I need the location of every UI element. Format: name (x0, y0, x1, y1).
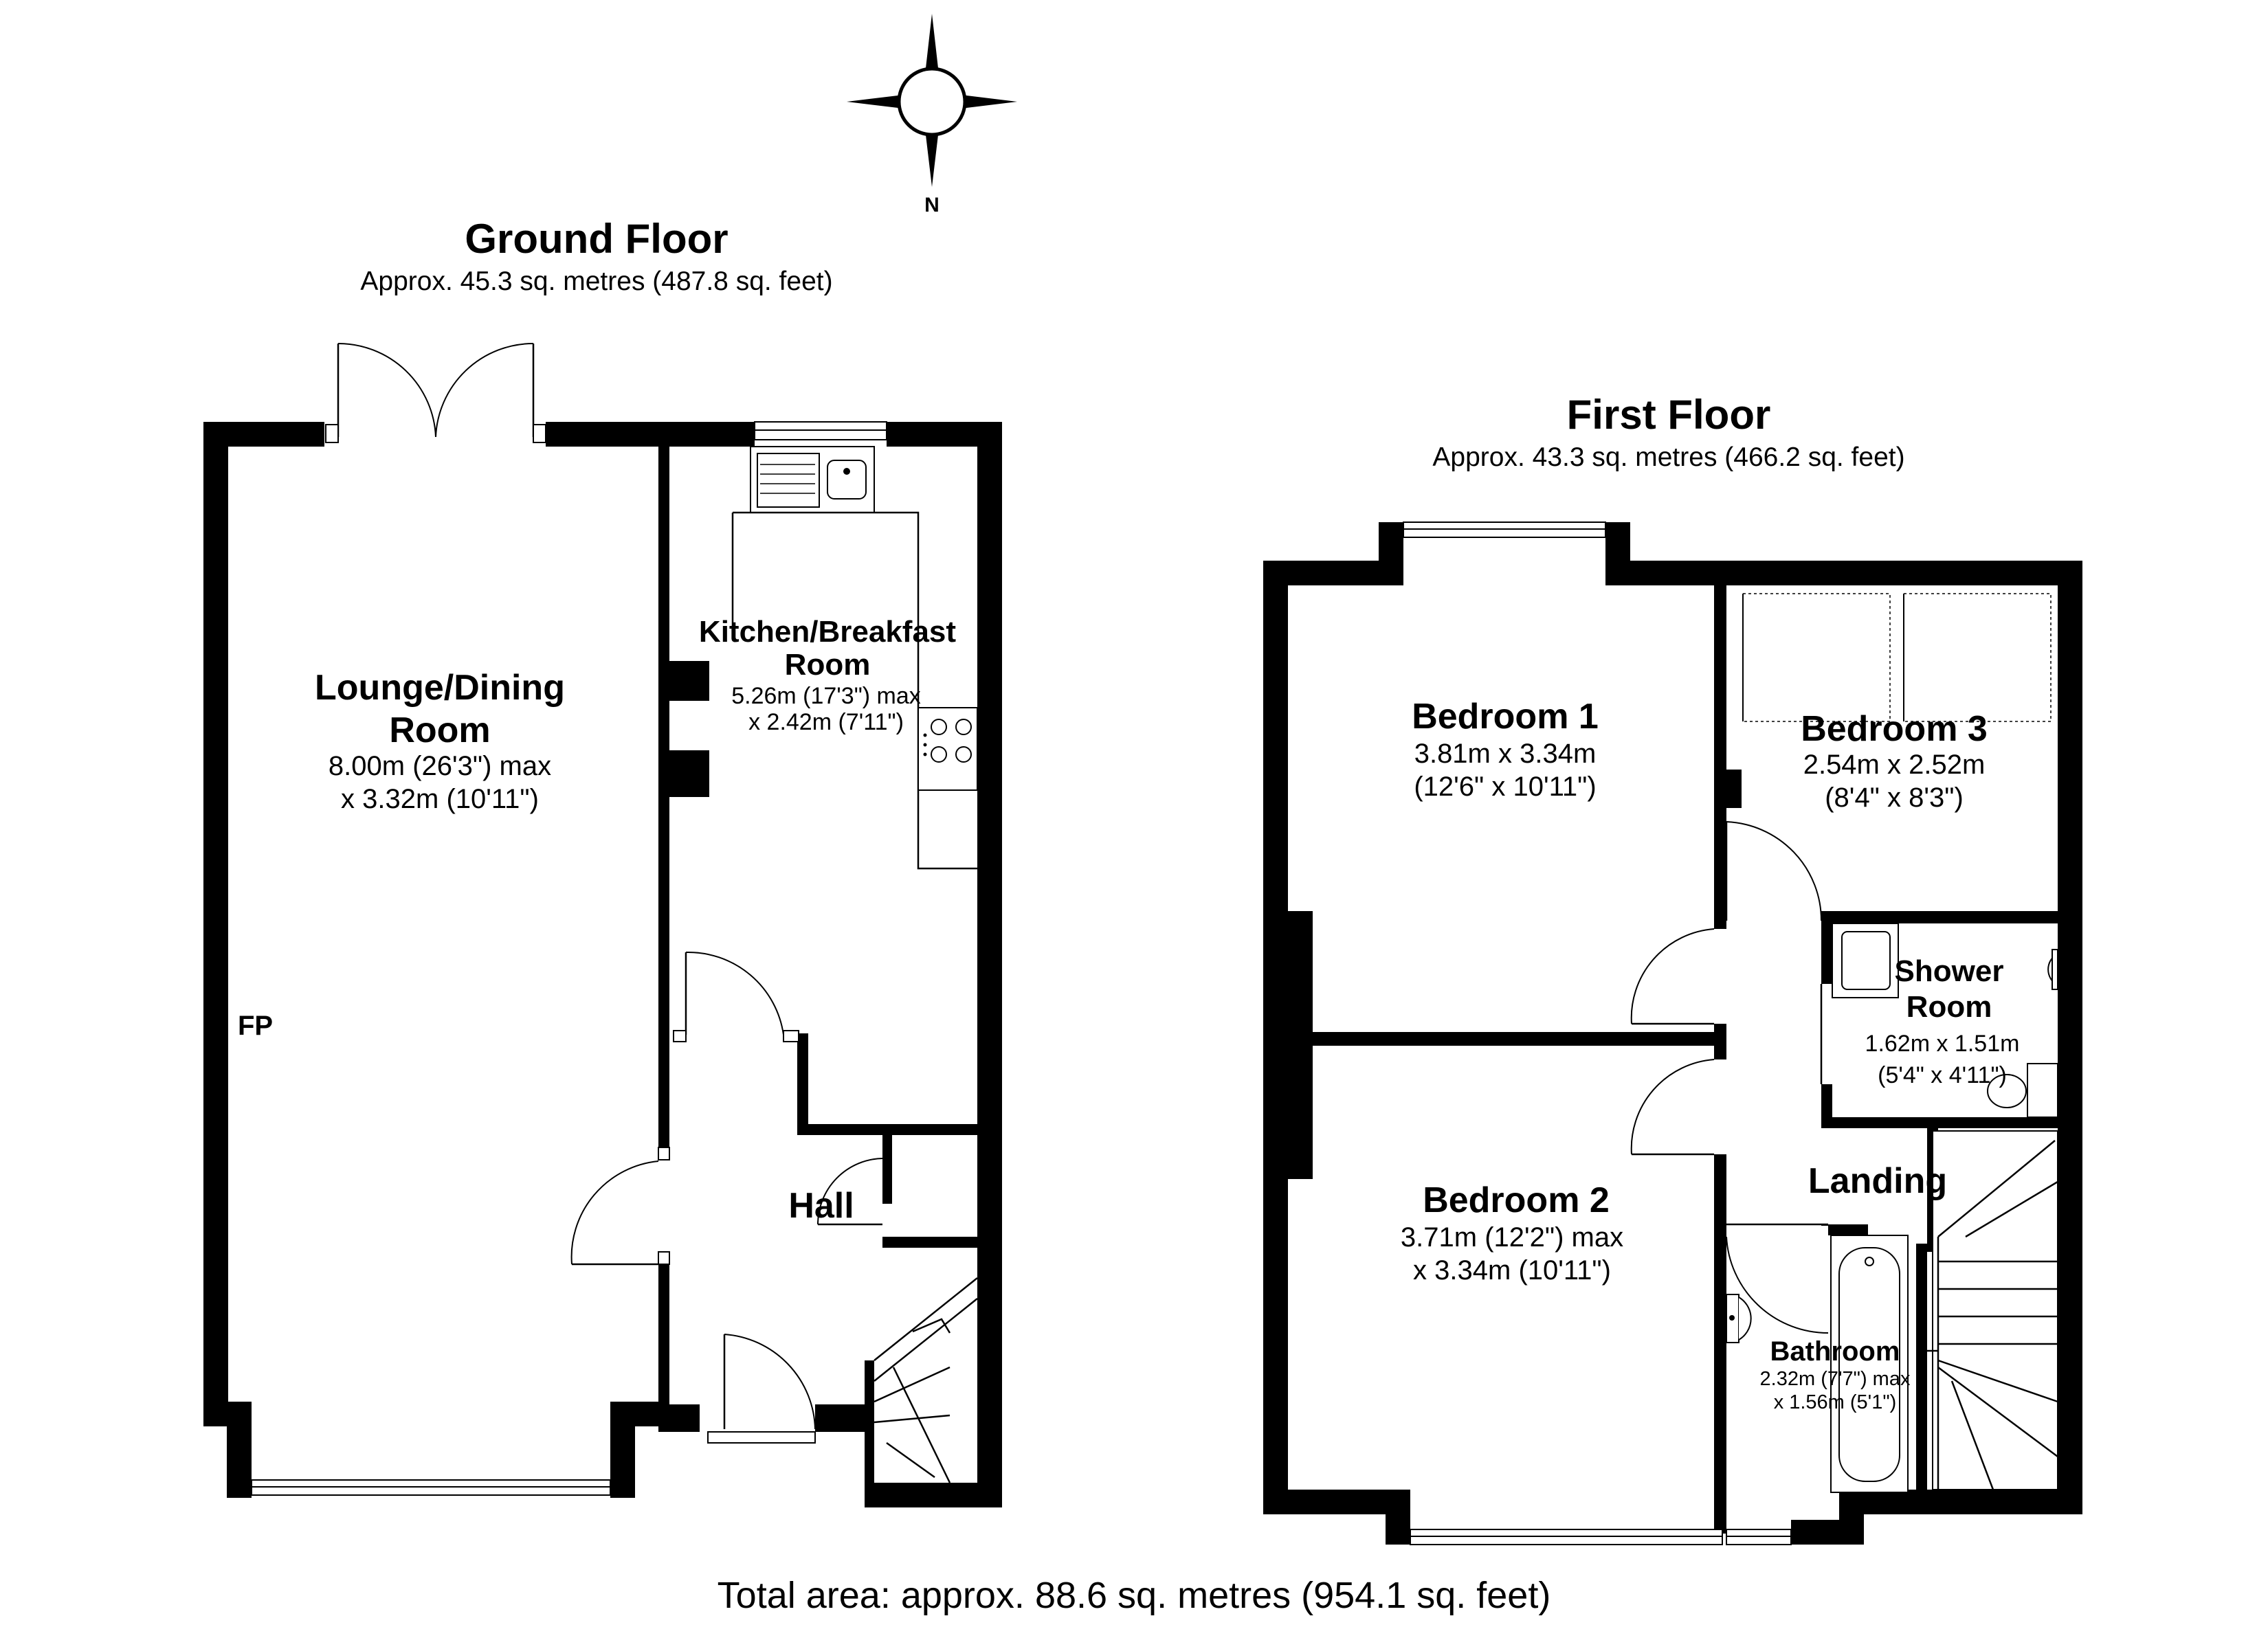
bedroom3-dim-line1: 2.54m x 2.52m (1803, 750, 1986, 780)
shower-fixtures-icon (1832, 923, 2058, 1118)
ground-floor-windows (251, 421, 887, 1496)
bedroom1-name: Bedroom 1 (1412, 697, 1599, 737)
lounge-name-line1: Lounge/Dining (315, 668, 565, 708)
bedroom2-dim-line2: x 3.34m (10'11") (1413, 1255, 1611, 1286)
ground-floor-area: Approx. 45.3 sq. metres (487.8 sq. feet) (360, 267, 832, 296)
bedroom3-wardrobes (1742, 593, 2052, 722)
compass-rose-icon (847, 14, 1017, 187)
first-floor-title: First Floor (1567, 392, 1771, 438)
kitchen-name-line2: Room (785, 648, 871, 682)
first-floor-windows (1403, 521, 1792, 1545)
bathroom-name: Bathroom (1770, 1336, 1900, 1367)
bedroom3-dim-line2: (8'4" x 8'3") (1825, 783, 1964, 813)
bedroom3-name: Bedroom 3 (1801, 709, 1988, 749)
landing-name: Landing (1808, 1161, 1947, 1201)
ground-floor-walls (203, 422, 1002, 1507)
ground-floor-doors (570, 951, 883, 1430)
kitchen-sink-icon (750, 446, 875, 513)
bedroom1-dim-line1: 3.81m x 3.34m (1414, 739, 1597, 769)
bedroom2-name: Bedroom 2 (1423, 1180, 1610, 1220)
bathroom-dim-line2: x 1.56m (5'1") (1774, 1391, 1897, 1413)
shower-name-line1: Shower (1895, 954, 2004, 988)
shower-name-line2: Room (1906, 990, 1992, 1024)
fireplace-label: FP (238, 1011, 273, 1041)
kitchen-name-line1: Kitchen/Breakfast (699, 615, 956, 649)
first-floor-doors (1630, 821, 1829, 1334)
bedroom1-dim-line2: (12'6" x 10'11") (1414, 772, 1596, 802)
bathroom-fixtures-icon (1726, 1235, 1909, 1493)
lounge-dim-line1: 8.00m (26'3") max (329, 751, 551, 781)
kitchen-worktop (731, 511, 977, 870)
bedroom2-dim-line1: 3.71m (12'2") max (1401, 1222, 1623, 1253)
kitchen-dim-line2: x 2.42m (7'11") (748, 709, 904, 735)
first-floor-area: Approx. 43.3 sq. metres (466.2 sq. feet) (1432, 442, 1904, 472)
total-area: Total area: approx. 88.6 sq. metres (954… (718, 1575, 1551, 1616)
french-doors-icon (325, 342, 546, 443)
first-floor-stairs (1927, 1130, 2058, 1490)
ground-floor-title: Ground Floor (465, 216, 728, 262)
lounge-dim-line2: x 3.32m (10'11") (341, 784, 539, 814)
hall-name: Hall (788, 1186, 854, 1226)
shower-dim-line2: (5'4" x 4'11") (1878, 1062, 2007, 1088)
ground-floor-stairs (874, 1277, 978, 1483)
shower-dim-line1: 1.62m x 1.51m (1865, 1031, 2020, 1057)
bathroom-dim-line1: 2.32m (7'7") max (1760, 1368, 1911, 1390)
hob-icon (918, 707, 978, 791)
kitchen-dim-line1: 5.26m (17'3") max (731, 683, 921, 709)
lounge-name-line2: Room (389, 710, 490, 750)
compass-north-label: N (924, 194, 940, 216)
